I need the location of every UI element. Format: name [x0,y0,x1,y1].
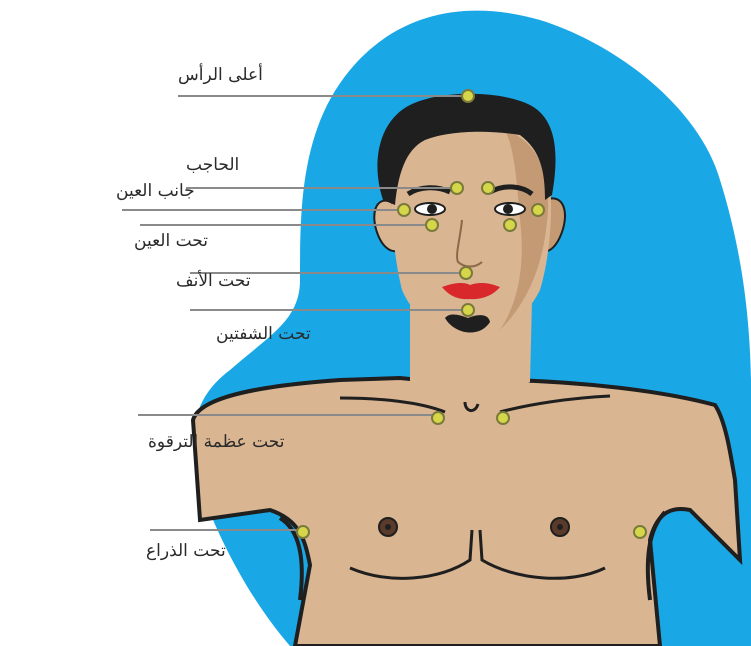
point-collarbone-left [432,412,444,424]
point-under-arm-right [634,526,646,538]
label-side-of-eye: جانب العين [116,181,195,201]
label-top-of-head: أعلى الرأس [178,63,263,85]
point-eyebrow-right [482,182,494,194]
point-eyebrow-left [451,182,463,194]
point-under-nose [460,267,472,279]
label-under-eye: تحت العين [134,231,208,251]
point-under-arm-left [297,526,309,538]
point-side-of-eye-right [532,204,544,216]
point-collarbone-right [497,412,509,424]
point-side-of-eye-left [398,204,410,216]
label-under-nose: تحت الأنف [176,270,251,291]
label-eyebrow: الحاجب [186,155,239,175]
point-under-eye-right [504,219,516,231]
point-under-lips [462,304,474,316]
point-top-of-head [462,90,474,102]
point-under-eye-left [426,219,438,231]
label-under-collarbone: تحت عظمة الترقوة [148,432,285,452]
label-under-arm: تحت الذراع [146,541,226,561]
label-under-lips: تحت الشفتين [216,324,311,344]
